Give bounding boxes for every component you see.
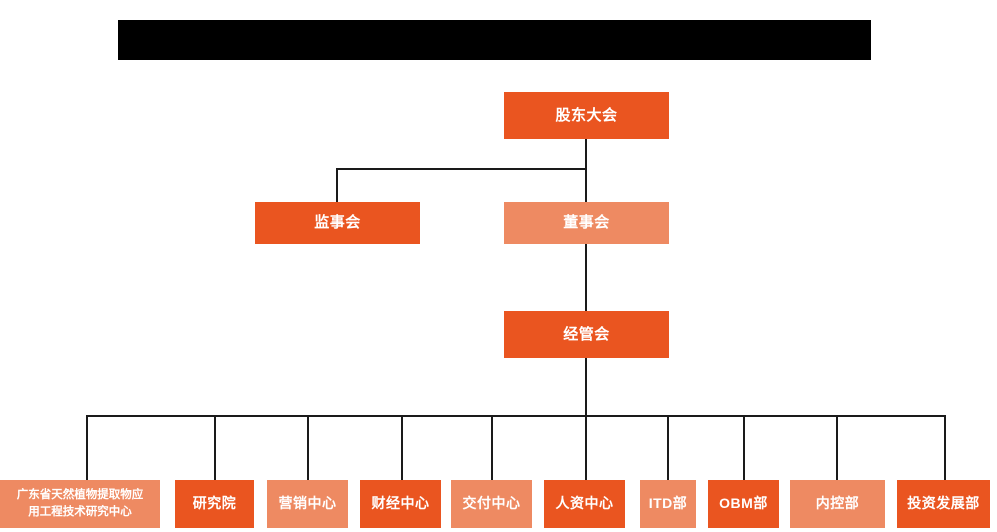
- connector-drop-investment-development-department: [944, 415, 946, 480]
- connector-drop-internal-control-department: [836, 415, 838, 480]
- connector-supervisors-down: [336, 168, 338, 202]
- node-finance-center[interactable]: 财经中心: [360, 480, 441, 528]
- node-management-committee[interactable]: 经管会: [504, 311, 669, 358]
- connector-drop-itd-department: [667, 415, 669, 480]
- connector-level4-busbar: [86, 415, 945, 417]
- node-hr-center[interactable]: 人资中心: [544, 480, 625, 528]
- node-label-shareholders-meeting: 股东大会: [555, 106, 618, 124]
- connector-l1-down: [585, 139, 587, 169]
- node-label-guangdong-research-center: 广东省天然植物提取物应 用工程技术研究中心: [16, 489, 144, 518]
- node-label-investment-development-department: 投资发展部: [907, 495, 980, 512]
- node-label-finance-center: 财经中心: [371, 495, 430, 512]
- connector-drop-guangdong-research-center: [86, 415, 88, 480]
- redacted-title-bar: [118, 20, 871, 60]
- connector-drop-marketing-center: [307, 415, 309, 480]
- node-delivery-center[interactable]: 交付中心: [451, 480, 532, 528]
- node-board-of-directors[interactable]: 董事会: [504, 202, 669, 244]
- connector-l1-horizontal: [336, 168, 587, 170]
- node-label-marketing-center: 营销中心: [278, 495, 337, 512]
- node-board-of-supervisors[interactable]: 监事会: [255, 202, 420, 244]
- node-label-board-of-directors: 董事会: [563, 214, 610, 232]
- node-label-internal-control-department: 内控部: [815, 495, 860, 512]
- node-itd-department[interactable]: ITD部: [640, 480, 696, 528]
- connector-drop-delivery-center: [491, 415, 493, 480]
- connector-drop-research-institute: [214, 415, 216, 480]
- node-label-board-of-supervisors: 监事会: [314, 214, 361, 232]
- node-label-hr-center: 人资中心: [555, 495, 614, 512]
- connector-drop-finance-center: [401, 415, 403, 480]
- connector-directors-to-management: [585, 244, 587, 311]
- node-label-obm-department: OBM部: [719, 495, 768, 512]
- node-label-itd-department: ITD部: [648, 495, 688, 512]
- node-research-institute[interactable]: 研究院: [175, 480, 254, 528]
- node-obm-department[interactable]: OBM部: [708, 480, 779, 528]
- connector-drop-hr-center: [585, 415, 587, 480]
- node-label-management-committee: 经管会: [563, 325, 610, 343]
- connector-directors-down: [585, 168, 587, 202]
- node-shareholders-meeting[interactable]: 股东大会: [504, 92, 669, 139]
- node-label-delivery-center: 交付中心: [462, 495, 521, 512]
- node-marketing-center[interactable]: 营销中心: [267, 480, 348, 528]
- node-internal-control-department[interactable]: 内控部: [790, 480, 885, 528]
- connector-drop-obm-department: [743, 415, 745, 480]
- node-investment-development-department[interactable]: 投资发展部: [897, 480, 990, 528]
- connector-management-down: [585, 358, 587, 416]
- node-guangdong-research-center[interactable]: 广东省天然植物提取物应 用工程技术研究中心: [0, 480, 160, 528]
- node-label-research-institute: 研究院: [192, 495, 237, 512]
